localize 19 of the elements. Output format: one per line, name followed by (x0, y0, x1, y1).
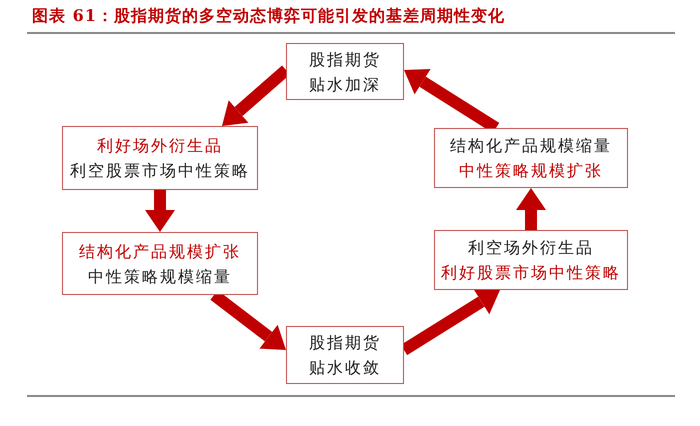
arrow (516, 188, 546, 230)
process-box (62, 232, 258, 295)
box-text: 中性策略规模扩张 (459, 160, 603, 182)
process-box (62, 126, 258, 190)
box-text: 中性策略规模缩量 (88, 266, 232, 288)
title: 图表 61：股指期货的多空动态博弈可能引发的基差周期性变化 (32, 6, 505, 27)
box-text: 利空股票市场中性策略 (70, 160, 250, 182)
box-text: 股指期货贴水收敛 (308, 332, 382, 379)
box-text: 利空场外衍生品 (468, 237, 594, 259)
box-text: 利好股票市场中性策略 (441, 262, 621, 284)
arrow (145, 190, 175, 232)
process-box (434, 230, 628, 290)
process-box (286, 326, 404, 384)
process-box (434, 128, 628, 188)
box-text: 股指期货贴水加深 (308, 48, 382, 96)
box-text: 利好场外衍生品 (97, 135, 223, 157)
process-box (286, 43, 404, 100)
box-text: 结构化产品规模缩量 (450, 135, 612, 157)
box-text: 结构化产品规模扩张 (79, 240, 241, 262)
